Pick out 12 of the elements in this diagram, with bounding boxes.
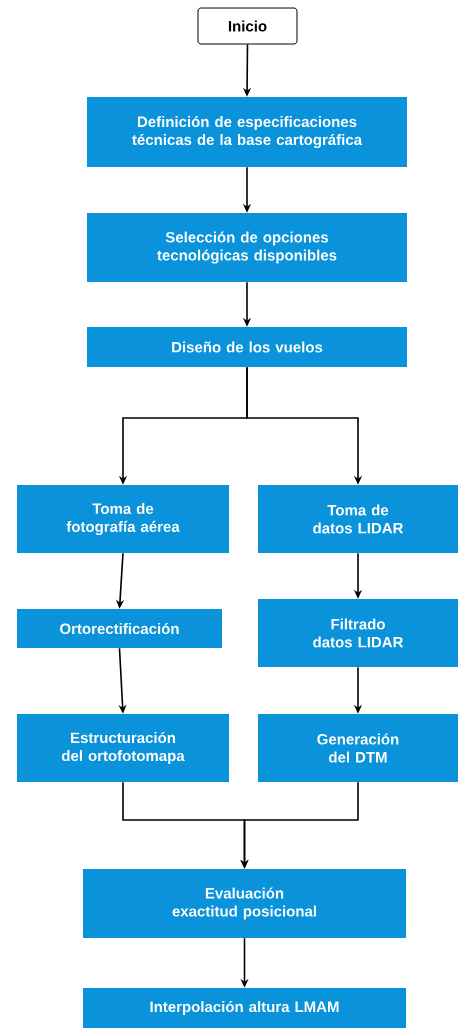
process-box: Toma de fotografía aérea bbox=[17, 485, 229, 553]
process-box: Generación del DTM bbox=[258, 714, 458, 782]
process-box: Estructuración del ortofotomapa bbox=[17, 714, 229, 782]
process-box: Ortorectificación bbox=[17, 609, 222, 648]
process-box: Filtrado datos LIDAR bbox=[258, 599, 458, 667]
process-box: Toma de datos LIDAR bbox=[258, 485, 458, 553]
start-box: Inicio bbox=[197, 7, 298, 45]
process-box: Diseño de los vuelos bbox=[87, 327, 407, 367]
process-box: Interpolación altura LMAM bbox=[83, 988, 406, 1028]
process-box: Definición de especificaciones técnicas de la base cartográfica bbox=[87, 97, 407, 167]
process-box: Evaluación exactitud posicional bbox=[83, 869, 406, 938]
process-box: Selección de opciones tecnológicas disponibles bbox=[87, 213, 407, 282]
